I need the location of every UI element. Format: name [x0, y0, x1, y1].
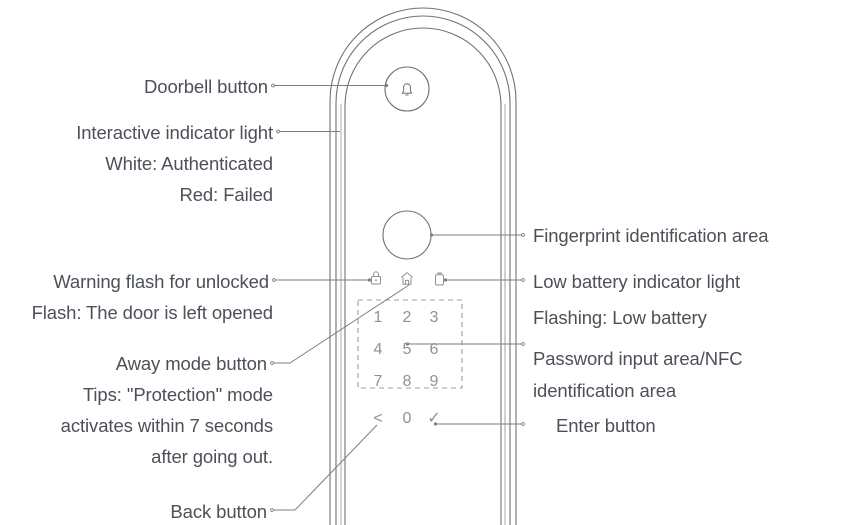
lock-body-outlines [329, 7, 517, 525]
leader-endcap-doorbell [271, 83, 275, 88]
leader-endcap-fingerprint [521, 233, 525, 237]
leader-endcap-back [270, 508, 274, 512]
label-flashing-low-battery: Flashing: Low battery [533, 307, 707, 328]
bell-icon [401, 83, 413, 96]
label-tips-protection-1: Tips: "Protection" mode [82, 384, 273, 405]
leader-back-diagonal [294, 424, 378, 511]
leader-dot-password [405, 342, 410, 346]
leader-dot-fingerprint [429, 233, 434, 237]
lock-middle-shell [335, 15, 511, 525]
keypad-key-7[interactable]: 7 [373, 373, 383, 390]
lock-edge-accents [340, 104, 506, 525]
keypad-key-3[interactable]: 3 [429, 309, 439, 326]
label-tips-protection-2: activates within 7 seconds [60, 415, 273, 436]
keypad-key-8[interactable]: 8 [402, 373, 412, 390]
battery-icon [435, 272, 444, 286]
label-interactive-indicator: Interactive indicator light [76, 122, 273, 143]
label-password-input-area-1: Password input area/NFC [533, 348, 743, 369]
label-fingerprint-area: Fingerprint identification area [533, 225, 769, 246]
keypad-key-9[interactable]: 9 [429, 373, 439, 390]
zero-key[interactable]: 0 [402, 410, 412, 427]
keypad-key-1[interactable]: 1 [373, 309, 383, 326]
keypad-key-2[interactable]: 2 [402, 309, 412, 326]
label-flash-door-opened: Flash: The door is left opened [31, 302, 274, 323]
keypad-key-6[interactable]: 6 [429, 341, 439, 358]
lock-inner-face [344, 27, 502, 525]
leader-dot-warning [367, 278, 372, 282]
lock-icon [371, 271, 381, 285]
label-white-authenticated: White: Authenticated [105, 153, 273, 174]
label-warning-flash: Warning flash for unlocked [53, 271, 269, 292]
leader-endcap-indicator [276, 129, 280, 134]
label-low-battery-indicator: Low battery indicator light [533, 271, 741, 292]
leader-endcap-away [270, 361, 274, 365]
leader-away-mode-diagonal [289, 284, 410, 364]
back-key[interactable]: < [373, 410, 383, 427]
keypad-key-4[interactable]: 4 [373, 341, 383, 358]
label-back-button: Back button [170, 501, 267, 522]
label-tips-protection-3: after going out. [151, 446, 273, 467]
fingerprint-identification-circle[interactable] [382, 210, 432, 260]
doorbell-button-circle[interactable] [384, 66, 430, 112]
leader-dot-battery [443, 278, 448, 282]
leader-dot-enter [433, 422, 438, 426]
leader-endcap-password [521, 342, 525, 346]
home-icon[interactable] [401, 272, 413, 285]
label-away-mode-button: Away mode button [115, 353, 267, 374]
lock-outer-shell [329, 7, 517, 525]
leader-endcap-warning [272, 278, 276, 282]
leader-dot-doorbell [384, 83, 389, 88]
label-doorbell-button: Doorbell button [144, 76, 268, 97]
leader-endcap-battery [521, 278, 525, 282]
keypad-key-5[interactable]: 5 [402, 341, 412, 358]
label-enter-button: Enter button [556, 415, 656, 436]
label-red-failed: Red: Failed [179, 184, 273, 205]
enter-key[interactable]: ✓ [427, 410, 441, 427]
leader-lines [270, 83, 525, 512]
leader-endcap-enter [521, 422, 525, 426]
label-password-input-area-2: identification area [533, 380, 677, 401]
